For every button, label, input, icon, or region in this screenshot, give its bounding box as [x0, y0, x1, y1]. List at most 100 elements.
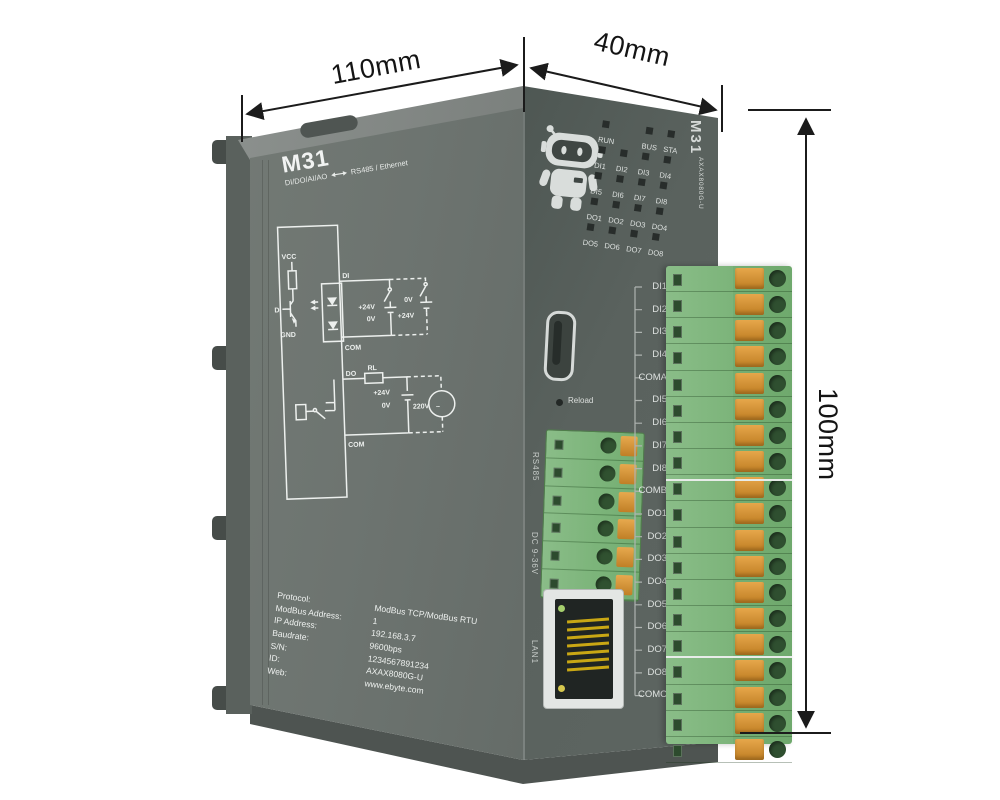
- wire-entry: [769, 636, 786, 654]
- wire-entry: [769, 348, 786, 366]
- wire-hole: [554, 439, 564, 450]
- lan1-rj45-port: [543, 589, 624, 709]
- wire-hole: [553, 467, 563, 478]
- led-indicator: [590, 197, 599, 206]
- wire-hole: [673, 378, 682, 391]
- svg-text:DI: DI: [342, 273, 349, 280]
- wire-entry: [769, 583, 786, 601]
- product-title-block: M31 DI/DO/AI/AO RS485 / Ethernet: [280, 133, 409, 187]
- model-code: AXAX8080G-U: [697, 157, 704, 210]
- reload-button: [556, 399, 563, 406]
- led-cell: DI4: [659, 155, 685, 184]
- rj45-pin: [566, 665, 610, 671]
- wire-hole: [673, 666, 682, 679]
- terminal-cell: [666, 554, 792, 580]
- wire-entry: [769, 270, 786, 287]
- lever: [735, 503, 764, 525]
- wire-hole: [673, 640, 682, 653]
- lan1-label: LAN1: [530, 640, 539, 665]
- terminal-cell: [666, 292, 792, 319]
- lever: [735, 660, 764, 682]
- model-vertical-text: M31 AXAX8080G-U: [687, 120, 704, 210]
- terminal-cell: [666, 266, 792, 293]
- model-name: M31: [687, 120, 704, 156]
- wire-hole: [673, 457, 682, 470]
- terminal-cell: [666, 528, 792, 554]
- usb-c-port: [543, 310, 577, 382]
- lever: [735, 268, 764, 289]
- terminal-label: DI1: [652, 281, 667, 292]
- wire-entry: [769, 322, 786, 340]
- lever: [735, 424, 764, 446]
- power-label: DC 9-36V: [530, 532, 539, 576]
- led-indicator: [651, 232, 660, 241]
- led-indicator: [667, 130, 676, 139]
- lever: [735, 555, 764, 577]
- led-indicator: [655, 207, 664, 216]
- din-rail-tab: [212, 686, 230, 710]
- terminal-cell: [666, 423, 792, 450]
- terminal-cell: [666, 658, 792, 685]
- lever: [735, 451, 764, 473]
- rj45-pin: [566, 657, 610, 663]
- svg-text:0V: 0V: [404, 297, 413, 304]
- led-indicator: [630, 229, 639, 238]
- terminal-label: COMC: [637, 689, 667, 701]
- rj45-pin: [566, 617, 610, 623]
- svg-text:+24V: +24V: [373, 390, 390, 398]
- wire-entry: [769, 426, 786, 444]
- device-side-panel: M31 DI/DO/AI/AO RS485 / Ethernet VCC DI …: [250, 108, 523, 760]
- led-indicator: [612, 200, 621, 209]
- terminal-bracket: [634, 286, 642, 697]
- terminal-label: DI8: [652, 462, 667, 474]
- terminal-cell: [666, 449, 792, 476]
- device-info-block: Protocol: ModBus TCP/ModBus RTU ModBus A…: [267, 590, 508, 706]
- lever: [735, 529, 764, 551]
- terminal-label: DO8: [647, 666, 667, 678]
- wire-hole: [673, 718, 682, 731]
- rj45-pin: [566, 625, 610, 631]
- wire-entry: [769, 505, 786, 523]
- wire-hole: [673, 274, 682, 286]
- svg-text:GND: GND: [280, 332, 296, 340]
- terminal-label: DI4: [652, 349, 667, 361]
- block-split-line: [666, 479, 792, 481]
- led-indicator: [601, 120, 610, 129]
- terminal-cell: [666, 685, 792, 711]
- wire-entry: [769, 400, 786, 418]
- led-cell: DO4: [651, 207, 677, 236]
- lever: [735, 634, 764, 656]
- status-led-grid: RUN BUS STA DI1 DI2 DI3 DI4 DI5 DI6 DI7 …: [582, 120, 688, 262]
- terminal-cell: [666, 632, 792, 659]
- terminal-label: DI2: [652, 303, 667, 315]
- wire-hole: [673, 744, 682, 757]
- terminal-label: DO6: [647, 621, 667, 633]
- terminal-cell: [666, 397, 792, 423]
- lever: [735, 372, 764, 394]
- rs485-label: RS485: [531, 452, 540, 482]
- wire-hole: [673, 561, 682, 574]
- terminal-label: DO4: [647, 575, 667, 587]
- svg-text:COM: COM: [345, 344, 362, 352]
- led-indicator: [608, 226, 617, 235]
- terminal-cells: [666, 266, 792, 763]
- product-subtitle: DI/DO/AI/AO RS485 / Ethernet: [284, 158, 408, 187]
- mounting-flange: [226, 136, 252, 714]
- led-cell: DI8: [655, 181, 681, 210]
- wire-entry: [769, 531, 786, 549]
- wire-entry: [769, 479, 786, 497]
- wire-hole: [673, 587, 682, 600]
- terminal-label: DI6: [652, 417, 667, 429]
- terminal-label: DI3: [652, 326, 667, 338]
- wire-entry: [769, 662, 786, 680]
- wire-hole: [673, 352, 682, 365]
- terminal-cell: [666, 475, 792, 502]
- lever: [735, 346, 764, 368]
- wire-hole: [673, 300, 682, 313]
- din-rail-tab: [212, 140, 230, 164]
- link-led: [558, 605, 565, 612]
- svg-text:0V: 0V: [382, 403, 391, 410]
- terminal-cell: [666, 580, 792, 607]
- lever: [735, 581, 764, 603]
